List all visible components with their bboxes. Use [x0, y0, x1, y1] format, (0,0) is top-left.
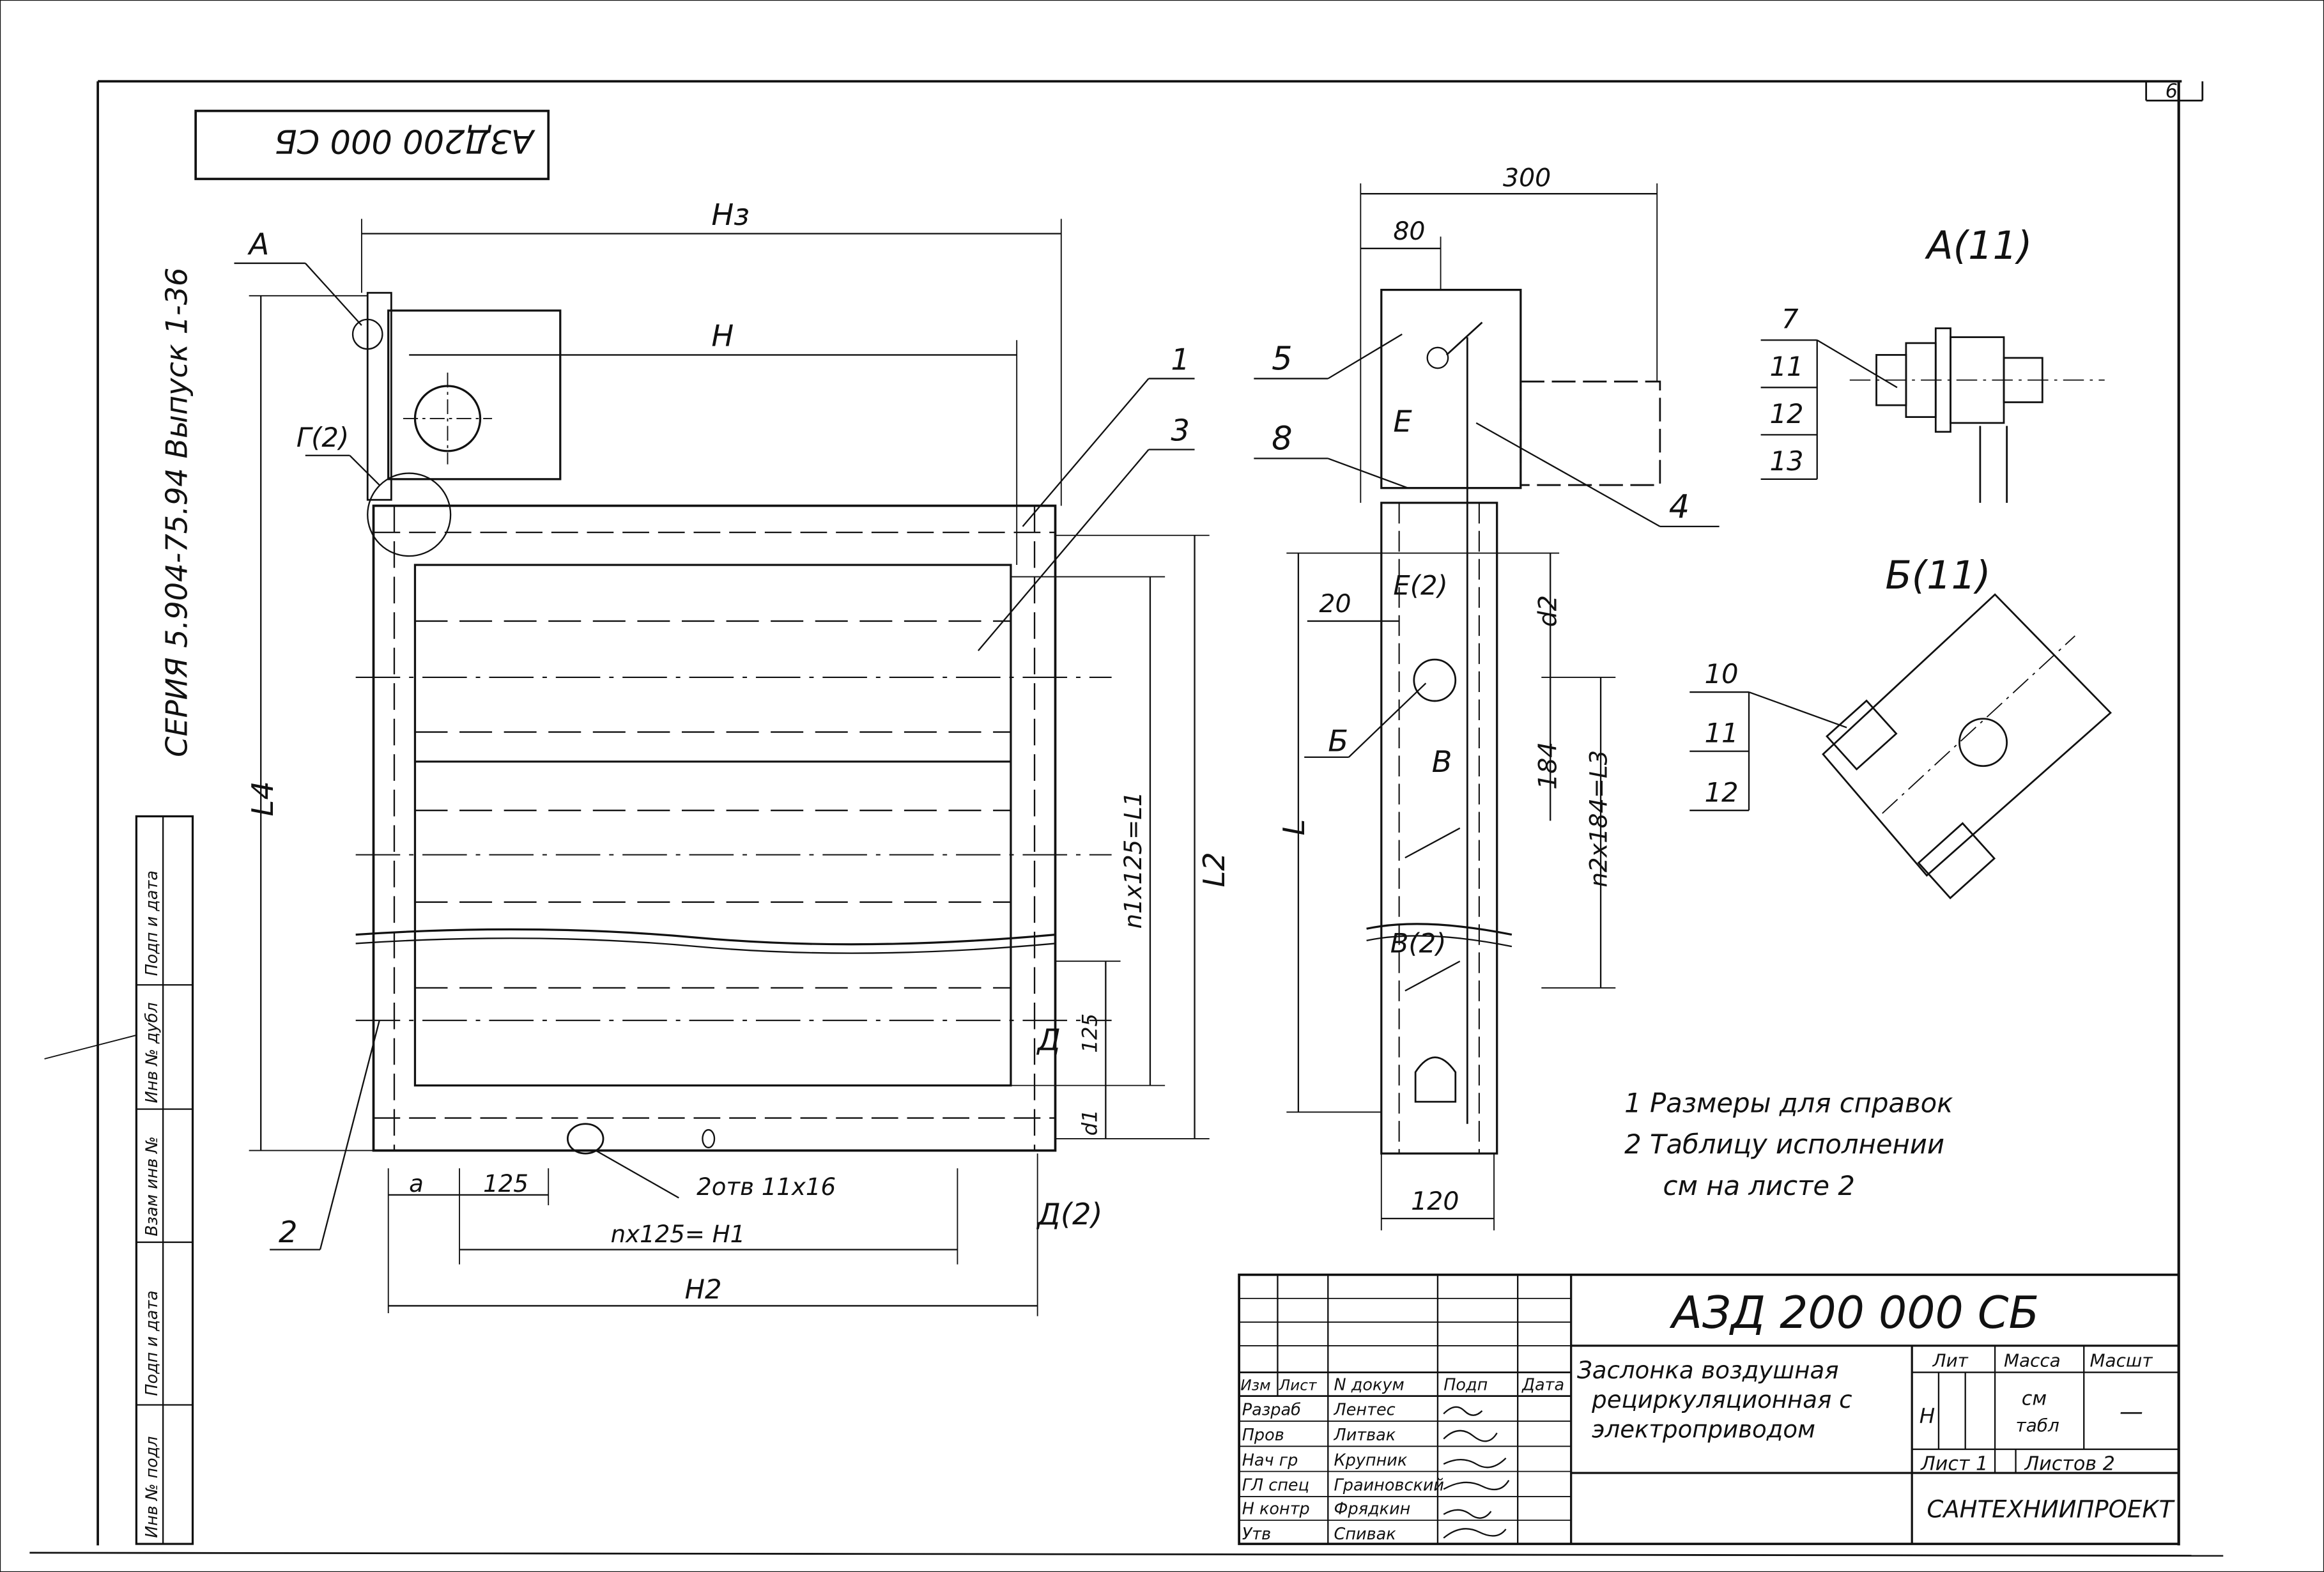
callout-4: 4	[1669, 488, 1689, 526]
organization: САНТЕХНИИПРОЕКТ	[1927, 1495, 2175, 1523]
dim-l3: n2x184=L3	[1585, 750, 1612, 888]
detail-a-title: А(11)	[1924, 224, 2032, 268]
name-6: Спивак	[1334, 1525, 1397, 1544]
callout-a: А	[247, 227, 270, 261]
mass-value-2: табл	[2016, 1415, 2059, 1436]
dim-h: H	[711, 319, 734, 353]
callout-d2: Д(2)	[1036, 1197, 1103, 1231]
role-6: Утв	[1242, 1525, 1271, 1544]
title-name-line-1: Заслонка воздушная	[1577, 1357, 1839, 1384]
lit-value: Н	[1920, 1403, 1935, 1428]
detail-b-title: Б(11)	[1885, 553, 1990, 598]
title-block	[1238, 1273, 2180, 1545]
role-1: Разраб	[1242, 1401, 1301, 1420]
head-podp: Подп	[1443, 1375, 1488, 1394]
callout-b: Б	[1328, 724, 1348, 759]
sheets-total: Листов 2	[2024, 1453, 2114, 1475]
dim-l1: n1x125=L1	[1120, 792, 1147, 929]
side-table-label-1: Подп и дата	[142, 870, 162, 976]
dim-a: a	[409, 1170, 424, 1198]
head-doc: N докум	[1334, 1375, 1404, 1394]
head-date: Дата	[1521, 1375, 1564, 1394]
lit-header: Лит	[1932, 1350, 1969, 1371]
dim-80: 80	[1393, 217, 1425, 246]
callout-3: 3	[1171, 413, 1190, 448]
role-2: Пров	[1242, 1426, 1284, 1445]
detail-a-label-13: 13	[1770, 445, 1804, 477]
holes-note: 2отв 11x16	[696, 1173, 836, 1201]
callout-1: 1	[1171, 343, 1190, 377]
callout-5: 5	[1272, 341, 1292, 378]
detail-b-label-10: 10	[1704, 658, 1738, 690]
note-1: 1 Размеры для справок	[1624, 1087, 1953, 1118]
detail-a-label-7: 7	[1781, 304, 1799, 335]
dim-step: 125	[483, 1170, 528, 1198]
dim-l4: L4	[245, 781, 280, 816]
name-1: Лентес	[1334, 1401, 1396, 1420]
detail-b-label-12: 12	[1704, 776, 1738, 808]
mass-value-1: см	[2022, 1388, 2047, 1410]
side-stamp-table	[135, 815, 194, 1545]
callout-8: 8	[1272, 420, 1292, 458]
note-3: см на листе 2	[1663, 1170, 1854, 1201]
callout-d: Д	[1036, 1022, 1061, 1057]
dim-h2: H2	[685, 1274, 722, 1305]
side-table-label-3: Взам инв №	[142, 1136, 162, 1237]
code-stamp-text: АЗД200 000 СБ	[275, 122, 535, 160]
front-view	[351, 291, 1112, 1155]
role-3: Нач гр	[1242, 1451, 1298, 1470]
detail-b	[1689, 593, 2112, 900]
sheet-index: Лист 1	[1920, 1453, 1988, 1475]
side-view	[1366, 288, 1661, 1155]
callout-e2: Е(2)	[1393, 569, 1447, 601]
dim-d2: d2	[1533, 595, 1562, 627]
detail-b-label-11: 11	[1704, 718, 1738, 749]
mass-header: Масса	[2004, 1350, 2061, 1371]
dim-184: 184	[1533, 742, 1562, 790]
front-view-leaders	[234, 262, 1195, 1251]
detail-a	[1760, 327, 2105, 503]
name-3: Крупник	[1334, 1451, 1408, 1470]
side-view-leaders	[1254, 334, 1720, 759]
side-table-label-4: Подп и дата	[142, 1290, 162, 1396]
dim-120: 120	[1411, 1187, 1459, 1216]
detail-a-label-11: 11	[1770, 351, 1804, 382]
name-5: Фрядкин	[1334, 1500, 1411, 1519]
callout-g: Г(2)	[296, 422, 349, 453]
sheet-number: 6	[2166, 81, 2178, 103]
title-name-line-2: рециркуляционная с	[1591, 1386, 1852, 1414]
dim-20: 20	[1319, 589, 1351, 619]
series-label: СЕРИЯ 5.904-75.94 Выпуск 1-36	[159, 268, 194, 757]
dim-d-vertical: 125	[1077, 1013, 1102, 1053]
callout-v: В	[1432, 744, 1452, 779]
side-view-dimensions	[1286, 183, 1658, 1231]
note-2: 2 Таблицу исполнении	[1624, 1129, 1944, 1160]
scale-header: Масшт	[2090, 1350, 2153, 1371]
detail-a-label-12: 12	[1770, 398, 1804, 429]
dim-h1: nx125= H1	[611, 1221, 746, 1248]
role-5: Н контр	[1242, 1500, 1310, 1519]
title-name-line-3: электроприводом	[1592, 1415, 1815, 1443]
dim-l: L	[1277, 819, 1311, 836]
head-izm: Изм	[1240, 1377, 1270, 1394]
code-stamp: АЗД200 000 СБ	[194, 109, 550, 180]
callout-v2: В(2)	[1390, 927, 1447, 959]
title-designation: АЗД 200 000 СБ	[1669, 1287, 2039, 1339]
name-4: Граиновский	[1334, 1476, 1444, 1495]
dim-l2: L2	[1197, 852, 1231, 887]
front-view-dimensions	[249, 219, 1210, 1316]
role-4: ГЛ спец	[1242, 1476, 1309, 1495]
scale-value: —	[2120, 1398, 2143, 1426]
dim-d1: d1	[1077, 1109, 1102, 1136]
dim-h3: Hз	[711, 197, 750, 232]
dim-300: 300	[1503, 164, 1551, 193]
side-table-label-2: Инв № дубл	[142, 1003, 162, 1104]
name-2: Литвак	[1334, 1426, 1396, 1445]
callout-2: 2	[279, 1215, 298, 1249]
side-table-label-5: Инв № подл	[142, 1436, 162, 1537]
callout-e: Е	[1393, 405, 1412, 439]
head-list: Лист	[1279, 1377, 1318, 1394]
